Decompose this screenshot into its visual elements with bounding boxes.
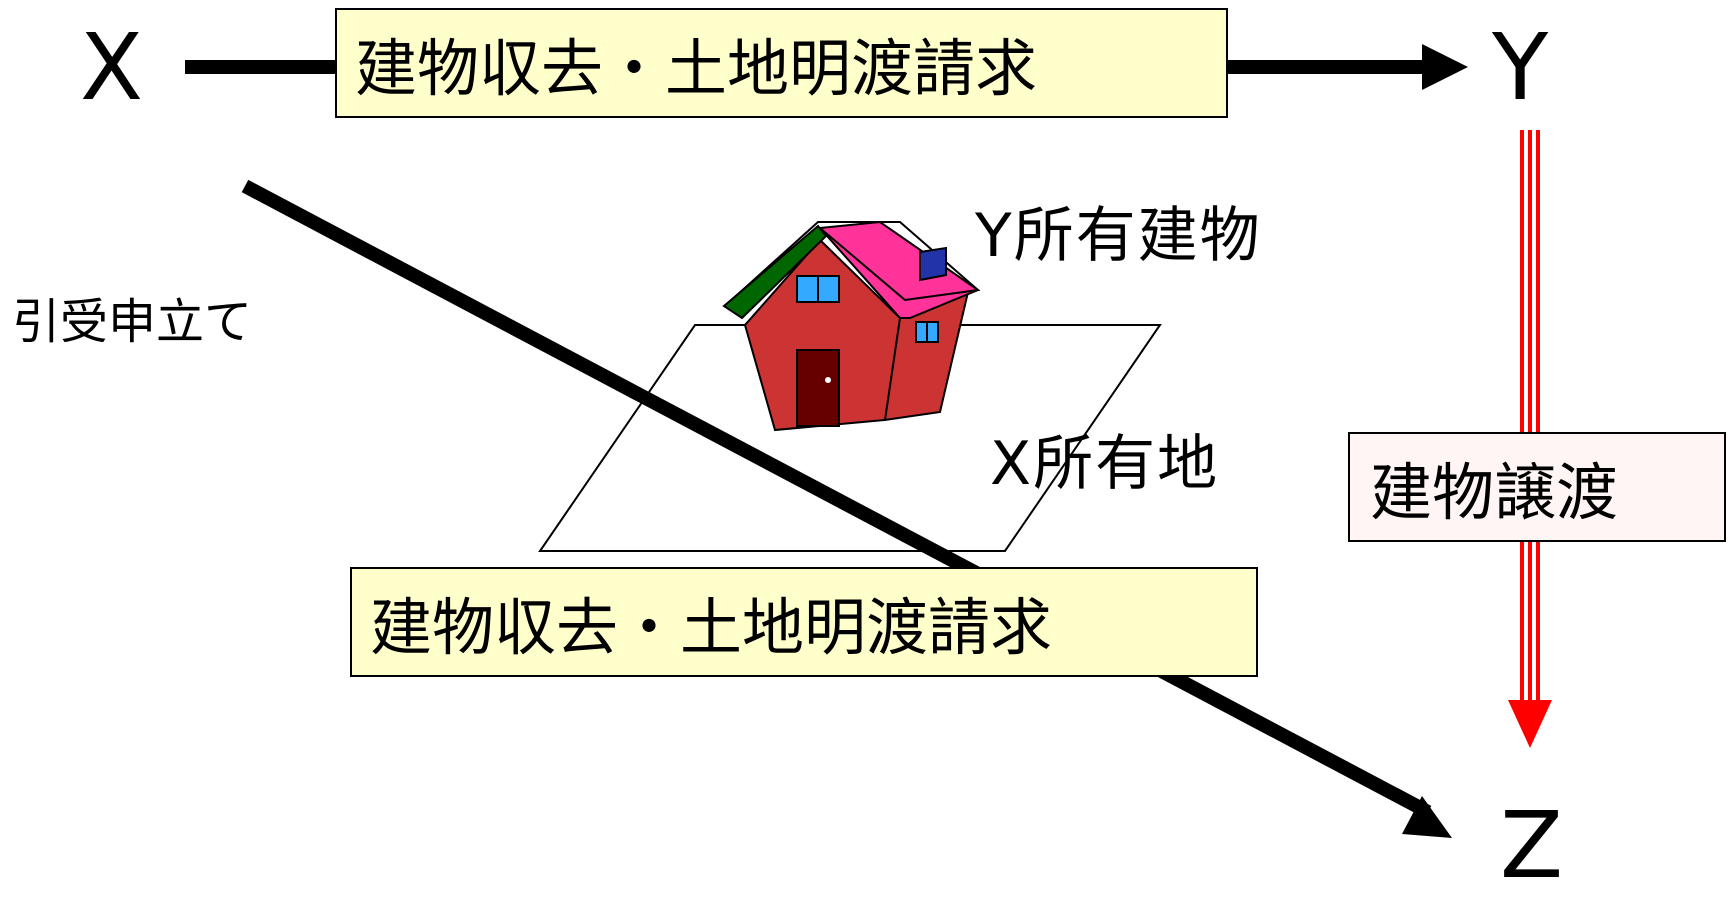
party-x-label: X <box>80 14 144 121</box>
claim-bottom-text: 建物収去・土地明渡請求 <box>370 591 1053 664</box>
building-owner-label: Y所有建物 <box>975 201 1262 271</box>
land-owner-label: X所有地 <box>990 429 1220 499</box>
arrow-y-to-z-head <box>1508 700 1552 748</box>
party-z-label: Z <box>1500 792 1564 899</box>
arrow-y-to-z <box>1508 130 1552 748</box>
claim-box-top: 建物収去・土地明渡請求 <box>335 8 1228 118</box>
arrow-x-to-y-head <box>1422 44 1468 90</box>
intervention-label: 引受申立て <box>12 294 253 350</box>
arrow-x-to-z-head <box>1402 796 1452 838</box>
transfer-text: 建物譲渡 <box>1370 456 1619 529</box>
transfer-box: 建物譲渡 <box>1348 432 1726 542</box>
house-icon <box>722 220 981 432</box>
claim-top-text: 建物収去・土地明渡請求 <box>355 32 1038 105</box>
land-plot <box>538 324 1162 552</box>
arrow-x-to-z <box>241 179 1432 819</box>
claim-box-bottom: 建物収去・土地明渡請求 <box>350 567 1258 677</box>
party-y-label: Y <box>1492 14 1549 121</box>
